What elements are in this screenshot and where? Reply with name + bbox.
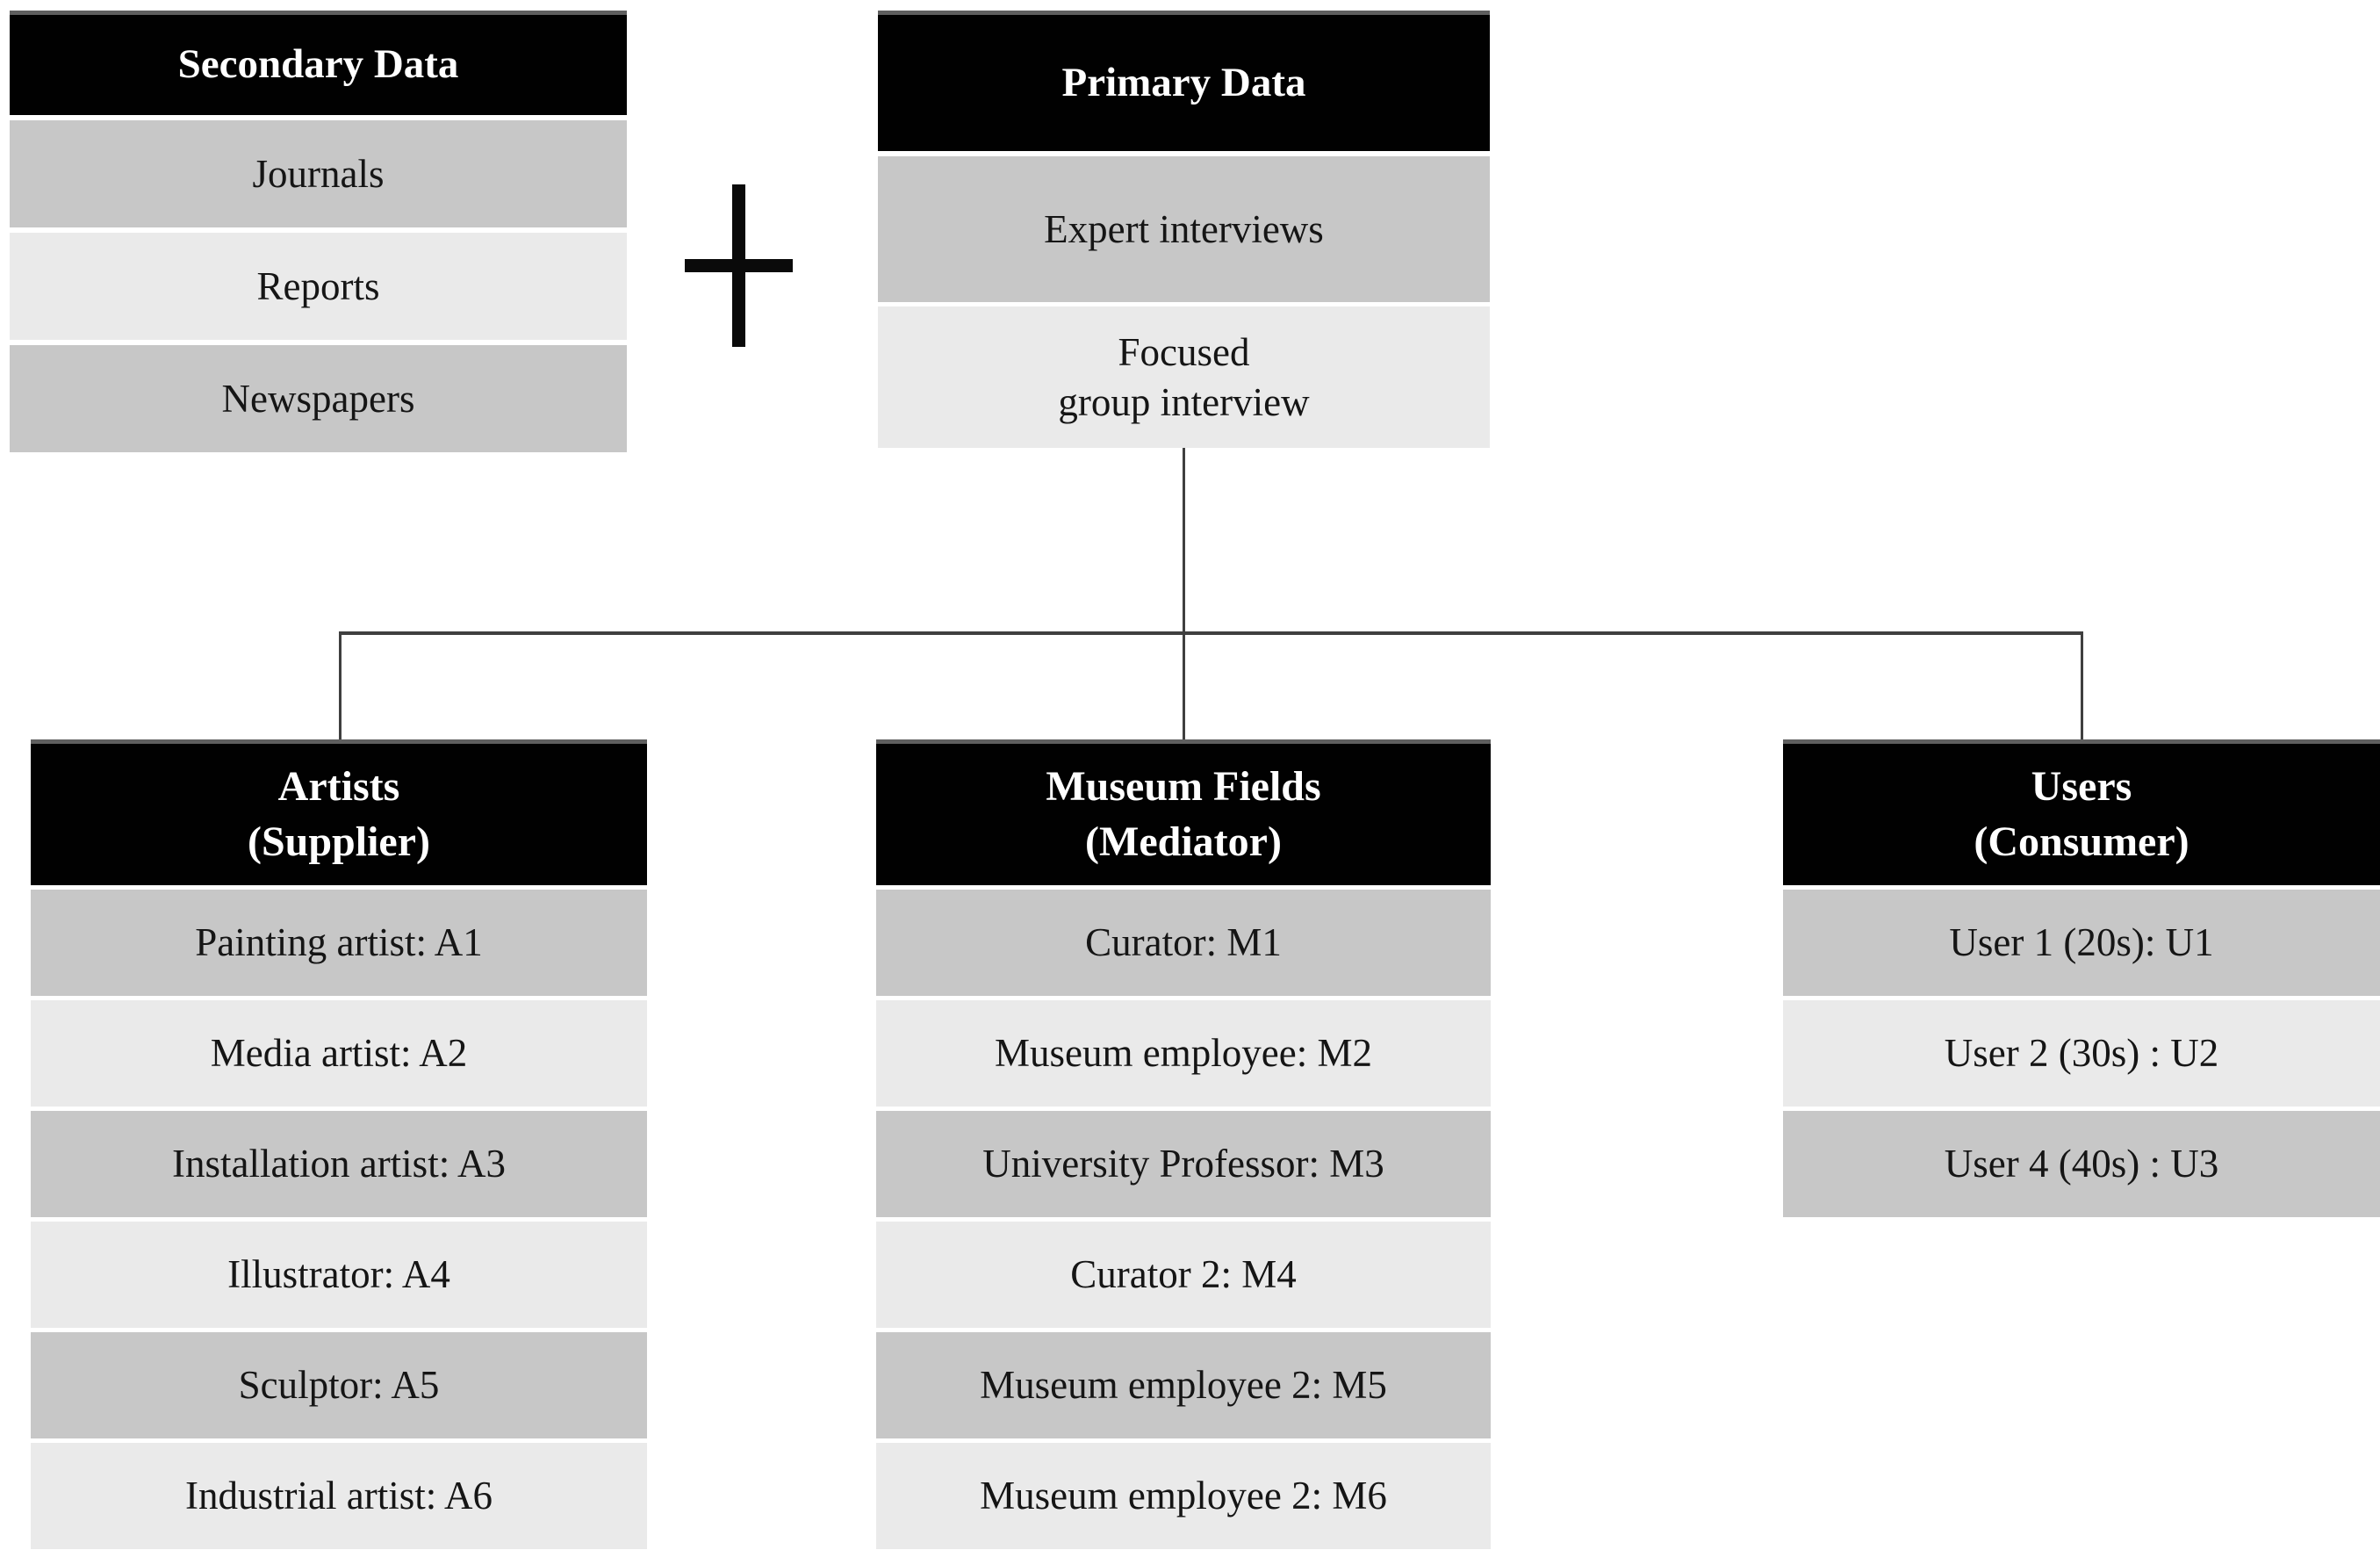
secondary-data-header: Secondary Data xyxy=(10,11,627,115)
museum-row-m2: Museum employee: M2 xyxy=(876,1000,1491,1107)
connector-rail-line xyxy=(339,631,2083,635)
secondary-row-reports: Reports xyxy=(10,233,627,340)
artists-row-a3: Installation artist: A3 xyxy=(31,1111,647,1217)
artists-header: Artists (Supplier) xyxy=(31,739,647,885)
users-box: Users (Consumer) User 1 (20s): U1 User 2… xyxy=(1783,739,2380,1217)
secondary-row-newspapers: Newspapers xyxy=(10,345,627,452)
museum-fields-header: Museum Fields (Mediator) xyxy=(876,739,1491,885)
secondary-row-journals: Journals xyxy=(10,120,627,227)
plus-icon xyxy=(685,184,793,347)
secondary-data-title: Secondary Data xyxy=(177,41,459,88)
museum-row-m5: Museum employee 2: M5 xyxy=(876,1332,1491,1438)
connector-feed-line xyxy=(1183,448,1185,633)
plus-icon-horizontal-bar xyxy=(685,259,793,272)
museum-row-m4: Curator 2: M4 xyxy=(876,1222,1491,1328)
artists-row-a2: Media artist: A2 xyxy=(31,1000,647,1107)
artists-row-a4: Illustrator: A4 xyxy=(31,1222,647,1328)
users-row-u2: User 2 (30s) : U2 xyxy=(1783,1000,2380,1107)
connector-drop-users xyxy=(2081,631,2083,739)
primary-row-expert-interviews: Expert interviews xyxy=(878,156,1490,302)
artists-row-a6: Industrial artist: A6 xyxy=(31,1443,647,1549)
primary-data-box: Primary Data Expert interviews Focused g… xyxy=(878,11,1490,448)
users-row-u3: User 4 (40s) : U3 xyxy=(1783,1111,2380,1217)
connector-drop-museum xyxy=(1183,631,1185,739)
artists-title: Artists (Supplier) xyxy=(247,763,431,865)
primary-row-focused-group-interview: Focused group interview xyxy=(878,306,1490,448)
artists-row-a1: Painting artist: A1 xyxy=(31,890,647,996)
primary-data-header: Primary Data xyxy=(878,11,1490,151)
secondary-data-box: Secondary Data Journals Reports Newspape… xyxy=(10,11,627,452)
artists-box: Artists (Supplier) Painting artist: A1 M… xyxy=(31,739,647,1549)
users-row-u1: User 1 (20s): U1 xyxy=(1783,890,2380,996)
museum-row-m3: University Professor: M3 xyxy=(876,1111,1491,1217)
users-header: Users (Consumer) xyxy=(1783,739,2380,885)
museum-row-m1: Curator: M1 xyxy=(876,890,1491,996)
users-title: Users (Consumer) xyxy=(1974,763,2189,865)
museum-row-m6: Museum employee 2: M6 xyxy=(876,1443,1491,1549)
primary-data-title: Primary Data xyxy=(1061,59,1306,105)
artists-row-a5: Sculptor: A5 xyxy=(31,1332,647,1438)
museum-fields-title: Museum Fields (Mediator) xyxy=(1046,763,1321,865)
museum-fields-box: Museum Fields (Mediator) Curator: M1 Mus… xyxy=(876,739,1491,1549)
connector-drop-artists xyxy=(339,631,342,739)
